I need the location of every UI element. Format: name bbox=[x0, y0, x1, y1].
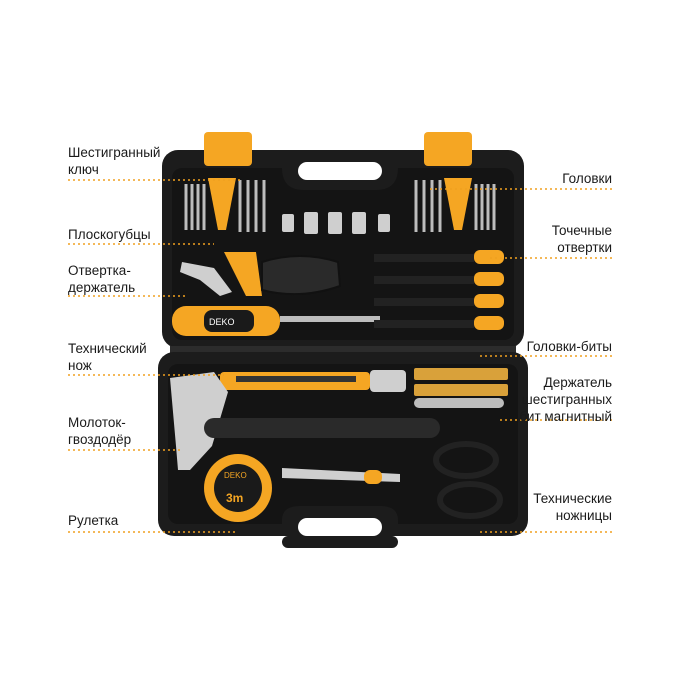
label-hex-key: Шестигранный ключ bbox=[68, 145, 161, 177]
label-screwdriver-holder: Отвертка- держатель bbox=[68, 263, 136, 295]
hex-keys-left bbox=[184, 180, 266, 232]
label-bit-holder: Держатель шестигранных бит магнитный bbox=[519, 375, 612, 424]
bit-sockets bbox=[414, 368, 508, 396]
label-utility-knife: Технический нож bbox=[68, 341, 147, 373]
label-pliers: Плоскогубцы bbox=[68, 227, 151, 242]
latch-left bbox=[204, 132, 252, 166]
utility-knife bbox=[220, 370, 406, 392]
label-tape-measure: Рулетка bbox=[68, 513, 119, 528]
leader-lines bbox=[68, 179, 612, 533]
tape-measure: DEKO 3m bbox=[204, 454, 272, 522]
case-hinge bbox=[170, 346, 516, 354]
precision-screwdrivers bbox=[374, 250, 504, 330]
label-precision-screwdrivers: Точечные отвертки bbox=[551, 223, 612, 255]
label-hammer: Молоток- гвоздодёр bbox=[68, 415, 132, 447]
pliers bbox=[180, 252, 342, 296]
hammer bbox=[170, 372, 440, 470]
latch-right bbox=[424, 132, 472, 166]
tape-size: 3m bbox=[226, 491, 243, 505]
screwdriver-holder: DEKO bbox=[172, 306, 380, 336]
sockets-row bbox=[282, 212, 390, 234]
label-sockets: Головки bbox=[562, 171, 612, 186]
label-scissors: Технические ножницы bbox=[533, 491, 612, 523]
screwdriver-logo: DEKO bbox=[209, 317, 235, 327]
label-bit-sockets: Головки-биты bbox=[526, 339, 612, 354]
bit-holder bbox=[414, 398, 504, 408]
tape-logo: DEKO bbox=[224, 471, 247, 480]
scissors bbox=[282, 441, 503, 519]
